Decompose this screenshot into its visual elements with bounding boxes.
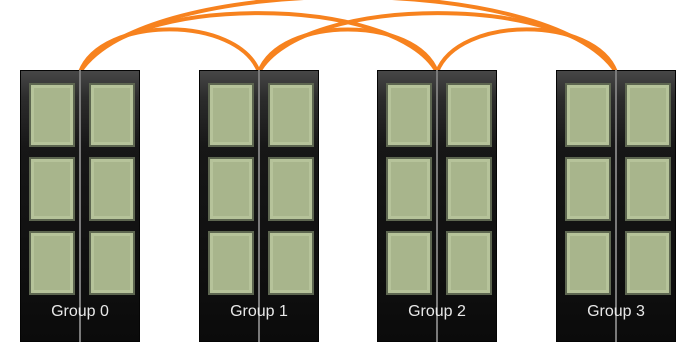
node-slot	[386, 157, 432, 221]
node-slot	[446, 83, 492, 147]
link-group-0-to-2	[78, 11, 439, 74]
group-1-cabinet-0	[199, 70, 259, 342]
cabinet-divider	[258, 70, 260, 342]
node-slot	[29, 231, 75, 295]
cabinet-divider	[436, 70, 438, 342]
group-label: Group 0	[51, 303, 109, 320]
node-slot	[29, 83, 75, 147]
node-slot	[565, 231, 611, 295]
group-3-cabinet-0	[556, 70, 616, 342]
group-2: Group 2	[377, 70, 497, 342]
node-slot	[268, 83, 314, 147]
node-slot	[29, 157, 75, 221]
link-group-2-to-3	[435, 27, 618, 74]
group-label: Group 2	[408, 303, 466, 320]
node-slot	[89, 157, 135, 221]
node-slot	[268, 157, 314, 221]
link-group-0-to-3	[78, 0, 618, 74]
node-slot	[446, 231, 492, 295]
link-group-1-to-3	[257, 11, 618, 74]
node-slot	[565, 157, 611, 221]
node-slot	[625, 157, 671, 221]
group-2-cabinet-0	[377, 70, 437, 342]
node-slot	[89, 83, 135, 147]
node-slot	[208, 231, 254, 295]
group-3: Group 3	[556, 70, 676, 342]
group-label: Group 1	[230, 303, 288, 320]
group-1-cabinet-1	[259, 70, 319, 342]
node-slot	[625, 231, 671, 295]
node-slot	[565, 83, 611, 147]
node-slot	[446, 157, 492, 221]
node-slot	[625, 83, 671, 147]
link-group-0-to-1	[78, 27, 261, 74]
node-slot	[208, 157, 254, 221]
node-slot	[268, 231, 314, 295]
node-slot	[208, 83, 254, 147]
link-group-1-to-2	[257, 27, 439, 74]
node-slot	[89, 231, 135, 295]
group-0-cabinet-1	[80, 70, 140, 342]
group-1: Group 1	[199, 70, 319, 342]
group-0-cabinet-0	[20, 70, 80, 342]
cabinet-divider	[615, 70, 617, 342]
node-slot	[386, 231, 432, 295]
group-3-cabinet-1	[616, 70, 676, 342]
node-slot	[386, 83, 432, 147]
cabinet-divider	[79, 70, 81, 342]
group-0: Group 0	[20, 70, 140, 342]
group-label: Group 3	[587, 303, 645, 320]
